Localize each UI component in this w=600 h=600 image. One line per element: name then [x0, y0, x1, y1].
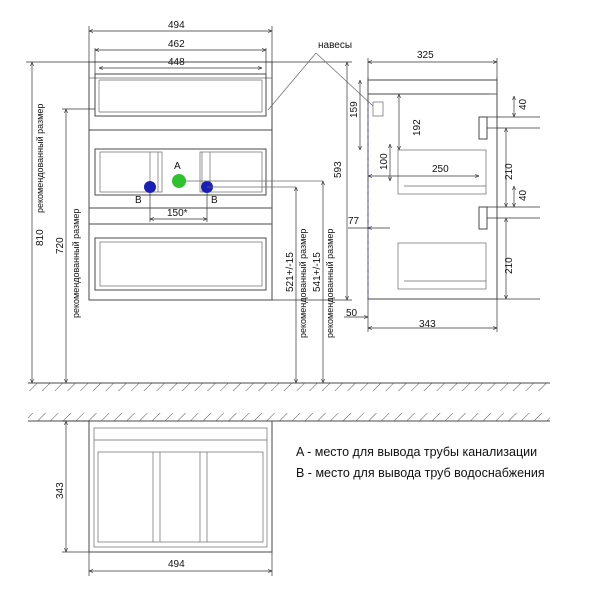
top-depth-343-label: 343: [55, 482, 66, 499]
side-handle-mid: [478, 206, 488, 230]
side-view: 325 159 192 100 250 77 50 343 40 210 40 …: [344, 50, 540, 332]
height-541-label: 541+/-15: [312, 252, 323, 292]
spacing-150-label: 150*: [167, 208, 188, 219]
top-cabinet-outline: [88, 420, 273, 553]
front-top-tray: [94, 73, 267, 117]
dim-192-label: 192: [412, 119, 423, 136]
legend-a-text: A - место для вывода трубы канализации: [296, 445, 537, 459]
dim-210-top-label: 210: [504, 163, 515, 180]
dim-250-label: 250: [432, 164, 449, 175]
side-cabinet-outline: [367, 79, 498, 300]
top-view: 343 494: [55, 420, 273, 576]
label-b-left: B: [135, 195, 142, 206]
dim-77-label: 77: [348, 216, 360, 227]
dim-40-mid-label: 40: [518, 189, 529, 201]
canopies-label: навесы: [318, 40, 352, 51]
water-outlet-b-left-marker: [144, 181, 156, 193]
height-521-label: 521+/-15: [285, 252, 296, 292]
floor-upper: [28, 382, 550, 391]
legend-b-text: B - место для вывода труб водоснабжения: [296, 466, 545, 480]
front-view: A B B 150* 494 462 448 810 рекомендованн…: [26, 20, 374, 383]
top-width-494-label: 494: [168, 559, 185, 570]
dim-210-bottom-label: 210: [504, 257, 515, 274]
width-448-label: 448: [168, 57, 185, 68]
dim-159-label: 159: [349, 101, 360, 118]
front-lower-drawer: [94, 237, 267, 291]
dim-50-label: 50: [346, 308, 358, 319]
width-462-label: 462: [168, 39, 185, 50]
recommended-label-541: рекомендованный размер: [325, 229, 335, 338]
legend: A - место для вывода трубы канализации B…: [296, 445, 545, 480]
depth-343-label: 343: [419, 319, 436, 330]
dim-40-top-label: 40: [518, 98, 529, 110]
side-handle-top: [478, 116, 488, 140]
dim-100-label: 100: [379, 153, 390, 170]
sewer-outlet-a-marker: [172, 174, 186, 188]
side-lower-drawer: [397, 242, 487, 290]
recommended-label-521: рекомендованный размер: [298, 229, 308, 338]
recommended-label-810: рекомендованный размер: [35, 104, 45, 213]
depth-325-label: 325: [417, 50, 434, 61]
label-b-right: B: [211, 195, 218, 206]
height-720-label: 720: [55, 237, 66, 254]
height-810-label: 810: [35, 229, 46, 246]
side-upper-drawer: [397, 149, 487, 195]
floor-lower: [28, 413, 550, 422]
front-upper-drawer: [94, 148, 267, 196]
recommended-label-720: рекомендованный размер: [71, 209, 81, 318]
label-a: A: [174, 161, 181, 172]
width-494-label: 494: [168, 20, 185, 31]
height-593-label: 593: [333, 161, 344, 178]
